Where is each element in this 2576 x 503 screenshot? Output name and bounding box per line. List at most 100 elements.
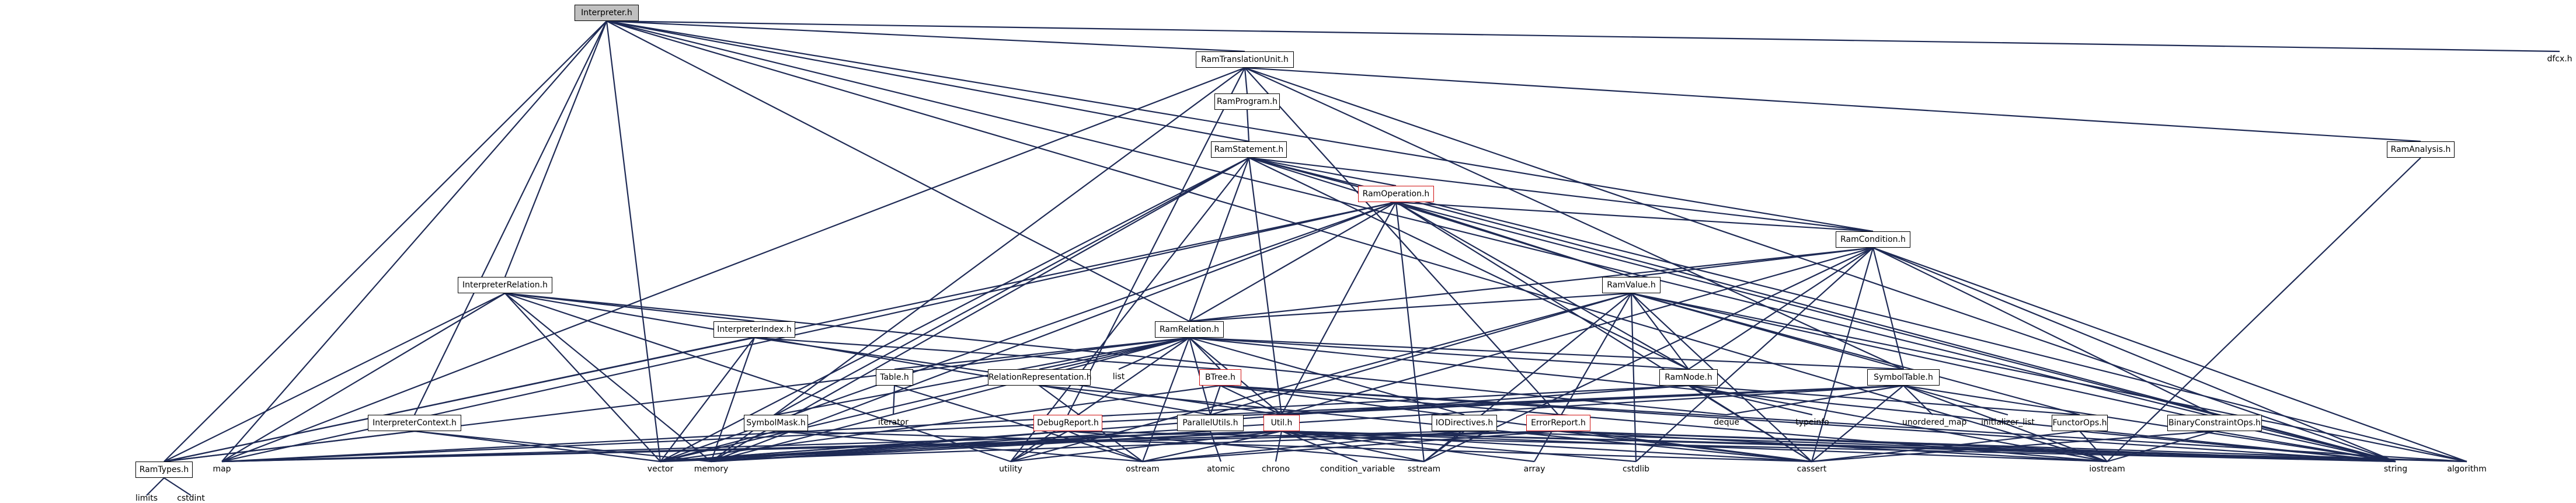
edge-interpreter-h-to-map: [221, 20, 607, 462]
edge-interpreter-h-to-dfcx-h: [606, 20, 2560, 53]
node-ram-translation-unit-h[interactable]: RamTranslationUnit.h: [1196, 51, 1294, 68]
edge-ram-condition-h-to-sstream: [1423, 247, 1874, 462]
edge-interpreter-h-to-ram-translation-unit-h: [606, 20, 1245, 53]
edge-ram-node-h-to-cassert: [1688, 385, 1812, 462]
edge-debug-report-h-to-string: [1067, 430, 2396, 463]
edge-debug-report-h-to-utility: [1010, 431, 1068, 462]
edge-ram-statement-h-to-ram-operation-h: [1248, 157, 1397, 187]
edge-ram-value-h-to-functor-ops-h: [1631, 292, 2080, 416]
node-limits[interactable]: limits: [135, 494, 158, 503]
edge-ram-node-h-to-typeinfo: [1688, 384, 1813, 416]
edge-interpreter-relation-h-to-utility: [504, 292, 1011, 463]
node-sstream[interactable]: sstream: [1407, 464, 1441, 474]
node-vector[interactable]: vector: [647, 464, 674, 474]
node-symbol-table-h[interactable]: SymbolTable.h: [1867, 369, 1940, 386]
node-cassert[interactable]: cassert: [1797, 464, 1827, 474]
edge-btree-h-to-string: [1220, 384, 2396, 463]
edge-debug-report-h-to-sstream: [1067, 430, 1425, 463]
edge-ram-translation-unit-h-to-error-report-h: [1244, 67, 1559, 415]
node-error-report-h[interactable]: ErrorReport.h: [1526, 415, 1590, 431]
node-ram-relation-h[interactable]: RamRelation.h: [1155, 321, 1224, 338]
edge-symbol-mask-h-to-vector: [660, 430, 777, 463]
node-memory[interactable]: memory: [694, 464, 729, 474]
edge-ram-types-h-to-cstdint: [163, 477, 192, 496]
node-initializer-list[interactable]: initializer_list: [1981, 418, 2035, 427]
edge-interpreter-relation-h-to-memory: [504, 293, 712, 462]
node-map[interactable]: map: [213, 464, 231, 474]
edge-ram-statement-h-to-ram-condition-h: [1248, 157, 1874, 233]
edge-ram-statement-h-to-ram-node-h: [1248, 157, 1689, 370]
node-interpreter-index-h[interactable]: InterpreterIndex.h: [713, 321, 795, 338]
node-condition-variable[interactable]: condition_variable: [1320, 464, 1395, 474]
node-ram-program-h[interactable]: RamProgram.h: [1214, 93, 1280, 110]
edge-ram-relation-h-to-list: [1118, 337, 1190, 370]
edge-interpreter-relation-h-to-deque: [504, 292, 1727, 416]
node-symbol-mask-h[interactable]: SymbolMask.h: [744, 415, 808, 431]
edge-interpreter-relation-h-to-map: [221, 293, 506, 462]
node-unordered-map[interactable]: unordered_map: [1902, 418, 1967, 427]
node-io-directives-h[interactable]: IODirectives.h: [1432, 415, 1497, 431]
edge-ram-value-h-to-ram-relation-h: [1189, 292, 1632, 322]
node-interpreter-h[interactable]: Interpreter.h: [575, 5, 639, 21]
node-iostream[interactable]: iostream: [2089, 464, 2125, 474]
edge-ram-operation-h-to-memory: [711, 201, 1397, 463]
node-array[interactable]: array: [1523, 464, 1545, 474]
edge-ram-condition-h-to-algorithm: [1872, 247, 2467, 463]
edge-ram-translation-unit-h-to-memory: [711, 67, 1245, 462]
edge-ram-program-h-to-ram-statement-h: [1246, 109, 1250, 142]
edge-interpreter-h-to-ram-condition-h: [606, 20, 1874, 233]
node-ram-node-h[interactable]: RamNode.h: [1659, 369, 1718, 386]
node-dfcx-h[interactable]: dfcx.h: [2547, 54, 2572, 64]
edge-btree-h-to-parallel-utils-h: [1209, 385, 1221, 415]
edge-ram-translation-unit-h-to-ram-analysis-h: [1244, 67, 2421, 143]
node-algorithm[interactable]: algorithm: [2447, 464, 2487, 474]
edge-util-h-to-cassert: [1281, 430, 1812, 463]
edge-interpreter-index-h-to-ram-types-h: [163, 337, 755, 463]
node-list[interactable]: list: [1112, 372, 1125, 381]
edge-ram-condition-h-to-string: [1872, 247, 2396, 463]
node-binary-constraint-ops-h[interactable]: BinaryConstraintOps.h: [2167, 415, 2262, 431]
node-util-h[interactable]: Util.h: [1263, 415, 1300, 431]
node-ram-operation-h[interactable]: RamOperation.h: [1358, 186, 1434, 202]
node-ostream[interactable]: ostream: [1126, 464, 1160, 474]
node-chrono[interactable]: chrono: [1261, 464, 1290, 474]
node-interpreter-context-h[interactable]: InterpreterContext.h: [368, 415, 461, 431]
edge-symbol-table-h-to-deque: [1726, 384, 1904, 416]
edge-ram-value-h-to-string: [1631, 292, 2396, 463]
node-atomic[interactable]: atomic: [1207, 464, 1235, 474]
edge-error-report-h-to-cassert: [1558, 430, 1812, 463]
edge-interpreter-relation-h-to-parallel-utils-h: [504, 292, 1211, 416]
edge-error-report-h-to-map: [221, 430, 1559, 463]
node-ram-analysis-h[interactable]: RamAnalysis.h: [2387, 141, 2455, 158]
node-functor-ops-h[interactable]: FunctorOps.h: [2052, 415, 2108, 431]
node-cstdlib[interactable]: cstdlib: [1622, 464, 1650, 474]
edge-ram-translation-unit-h-to-map: [221, 67, 1245, 463]
node-relation-representation-h[interactable]: RelationRepresentation.h: [988, 369, 1092, 386]
node-typeinfo[interactable]: typeinfo: [1795, 418, 1829, 427]
edge-ram-operation-h-to-ram-condition-h: [1395, 201, 1874, 233]
node-btree-h[interactable]: BTree.h: [1199, 369, 1241, 386]
edge-ram-operation-h-to-ram-node-h: [1395, 202, 1689, 370]
node-ram-condition-h[interactable]: RamCondition.h: [1836, 231, 1910, 248]
edge-interpreter-h-to-string: [606, 20, 2396, 463]
node-cstdint[interactable]: cstdint: [177, 494, 205, 503]
node-table-h[interactable]: Table.h: [876, 369, 913, 386]
edge-error-report-h-to-iostream: [1558, 430, 2108, 463]
node-ram-statement-h[interactable]: RamStatement.h: [1211, 141, 1287, 158]
edge-interpreter-context-h-to-ram-types-h: [163, 430, 415, 463]
edge-interpreter-h-to-ram-types-h: [163, 20, 607, 462]
node-ram-types-h[interactable]: RamTypes.h: [135, 462, 193, 478]
node-iterator[interactable]: iterator: [878, 418, 909, 427]
edge-ram-relation-h-to-memory: [711, 337, 1190, 463]
node-ram-value-h[interactable]: RamValue.h: [1602, 277, 1661, 293]
node-utility[interactable]: utility: [999, 464, 1022, 474]
node-debug-report-h[interactable]: DebugReport.h: [1033, 415, 1102, 431]
node-interpreter-relation-h[interactable]: InterpreterRelation.h: [458, 277, 552, 293]
edge-ram-condition-h-to-ram-relation-h: [1189, 247, 1874, 322]
node-string[interactable]: string: [2383, 464, 2408, 474]
edge-ram-condition-h-to-cstdlib: [1635, 247, 1874, 462]
edge-ram-relation-h-to-symbol-table-h: [1189, 337, 1904, 370]
edge-interpreter-relation-h-to-vector: [504, 293, 661, 462]
node-deque[interactable]: deque: [1714, 418, 1739, 427]
node-parallel-utils-h[interactable]: ParallelUtils.h: [1177, 415, 1244, 431]
